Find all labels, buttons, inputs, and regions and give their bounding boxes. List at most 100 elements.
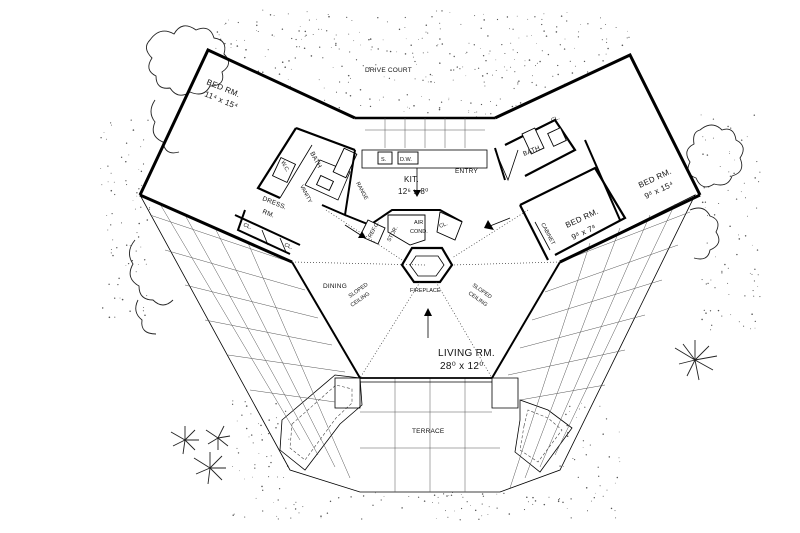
gravel-dot — [338, 107, 340, 109]
gravel-dot — [474, 15, 476, 17]
gravel-dot — [231, 403, 234, 405]
gravel-dot — [598, 54, 600, 56]
gravel-dot — [401, 507, 403, 509]
palm-right — [674, 340, 718, 381]
gravel-dot — [239, 470, 240, 472]
gravel-dot — [137, 264, 139, 265]
gravel-dot — [422, 52, 424, 54]
gravel-dot — [758, 181, 760, 183]
gravel-dot — [350, 496, 352, 498]
gravel-dot — [345, 92, 347, 94]
tree-left-mid — [129, 239, 174, 335]
gravel-dot — [267, 49, 269, 51]
gravel-dot — [607, 47, 609, 50]
gravel-dot — [713, 214, 716, 216]
gravel-dot — [302, 506, 304, 508]
gravel-dot — [446, 495, 448, 497]
dishwasher-label: D.W. — [400, 157, 412, 163]
gravel-dot — [552, 75, 554, 77]
gravel-dot — [712, 118, 715, 120]
gravel-dot — [532, 496, 534, 499]
gravel-dot — [368, 67, 371, 69]
gravel-dot — [143, 307, 145, 308]
gravel-dot — [148, 208, 151, 210]
gravel-dot — [435, 518, 437, 520]
gravel-dot — [388, 77, 391, 80]
gravel-dot — [481, 503, 483, 505]
gravel-dot — [605, 53, 607, 55]
gravel-dot — [524, 60, 526, 62]
gravel-dot — [616, 476, 619, 479]
gravel-dot — [448, 97, 450, 99]
gravel-dot — [244, 56, 246, 59]
gravel-dot — [453, 69, 455, 71]
planter-left — [279, 374, 363, 471]
gravel-dot — [714, 287, 716, 289]
gravel-dot — [406, 94, 408, 96]
gravel-dot — [264, 56, 266, 57]
gravel-dot — [465, 75, 467, 77]
gravel-dot — [110, 252, 112, 254]
gravel-dot — [114, 193, 116, 196]
gravel-dot — [394, 79, 396, 81]
gravel-dot — [439, 28, 441, 30]
gravel-dot — [135, 250, 137, 252]
gravel-dot — [580, 24, 582, 25]
gravel-dot — [425, 31, 427, 33]
gravel-dot — [509, 28, 511, 30]
gravel-dot — [396, 51, 398, 53]
gravel-dot — [347, 74, 350, 77]
gravel-dot — [408, 107, 410, 109]
gravel-dot — [418, 39, 420, 40]
gravel-dot — [570, 517, 572, 519]
gravel-dot — [291, 37, 293, 40]
gravel-dot — [252, 476, 253, 478]
gravel-dot — [225, 22, 227, 24]
gravel-dot — [563, 48, 566, 50]
gravel-dot — [383, 496, 385, 497]
gravel-dot — [351, 20, 353, 22]
gravel-dot — [320, 515, 322, 517]
gravel-dot — [474, 68, 476, 70]
gravel-dot — [547, 53, 550, 56]
gravel-dot — [701, 318, 703, 321]
gravel-dot — [559, 498, 561, 500]
gravel-dot — [574, 47, 575, 49]
gravel-dot — [425, 76, 427, 78]
gravel-dot — [585, 487, 588, 489]
gravel-dot — [244, 478, 245, 480]
gravel-dot — [599, 405, 601, 407]
gravel-dot — [610, 507, 613, 510]
gravel-dot — [450, 494, 453, 497]
gravel-dot — [566, 424, 568, 427]
gravel-dot — [605, 24, 607, 25]
gravel-dot — [271, 34, 273, 36]
gravel-dot — [481, 75, 484, 77]
gravel-dot — [566, 12, 568, 14]
gravel-dot — [434, 81, 435, 83]
planter-center-left — [334, 377, 361, 409]
left-bedroom-suite — [234, 126, 358, 255]
gravel-dot — [459, 519, 461, 521]
gravel-dot — [333, 38, 335, 40]
gravel-dot — [460, 494, 462, 495]
gravel-dot — [136, 232, 138, 234]
gravel-dot — [490, 113, 492, 115]
gravel-dot — [730, 314, 732, 316]
gravel-dot — [733, 172, 735, 175]
gravel-dot — [121, 298, 124, 301]
gravel-dot — [299, 26, 301, 27]
gravel-dot — [727, 282, 729, 284]
gravel-dot — [368, 39, 370, 41]
gravel-dot — [729, 151, 731, 153]
gravel-dot — [233, 513, 235, 515]
gravel-dot — [362, 65, 364, 67]
gravel-dot — [110, 224, 112, 226]
planter-right — [514, 399, 573, 473]
gravel-dot — [295, 38, 297, 41]
dining-label: DINING — [323, 283, 347, 290]
gravel-dot — [101, 307, 104, 309]
gravel-dot — [518, 80, 520, 82]
gravel-dot — [460, 100, 462, 102]
gravel-dot — [416, 63, 417, 65]
